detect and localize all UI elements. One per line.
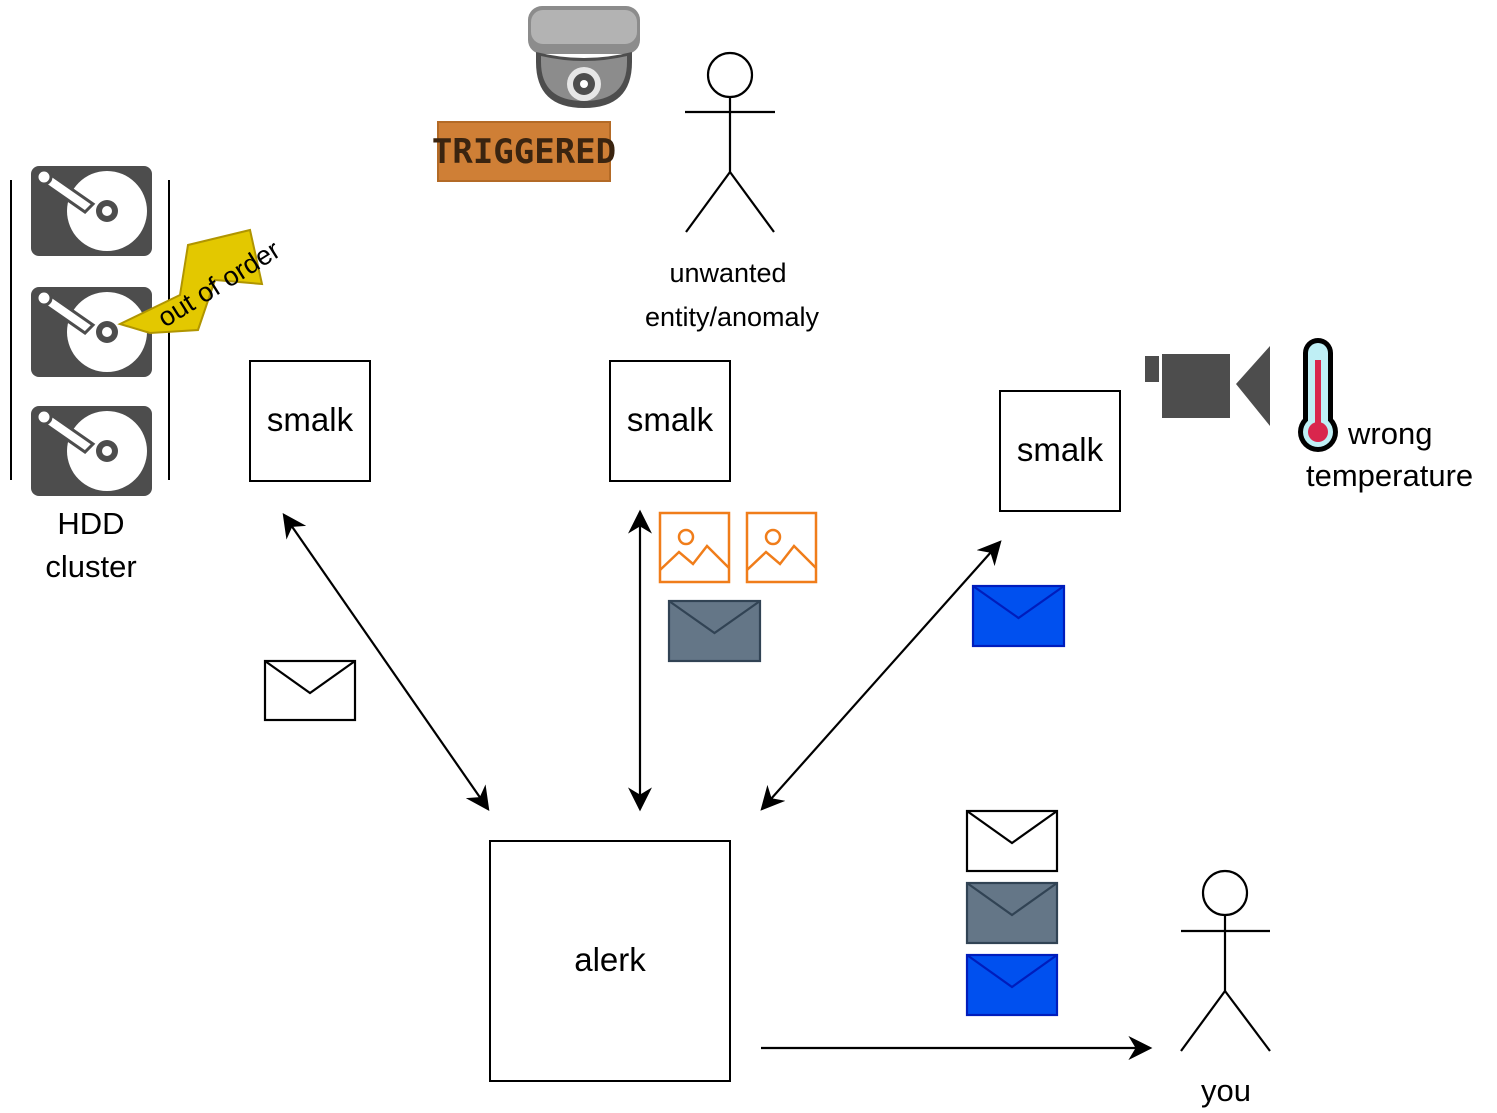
image-icon xyxy=(745,511,818,584)
person-icon xyxy=(1180,869,1271,1052)
hdd-icon xyxy=(31,166,152,256)
you-label: you xyxy=(1201,1073,1251,1108)
smalk-node-center: smalk xyxy=(609,360,731,482)
envelope-icon xyxy=(965,881,1059,945)
smalk-node-left: smalk xyxy=(249,360,371,482)
camera-dome-icon xyxy=(528,6,640,108)
hdd-icon xyxy=(31,406,152,496)
temperature-label-line2: temperature xyxy=(1306,458,1473,493)
entity-label-line1: unwanted xyxy=(669,258,786,288)
hdd-label-line1: HDD xyxy=(57,506,124,541)
alerk-node: alerk xyxy=(489,840,731,1082)
video-camera-icon xyxy=(1145,346,1270,426)
person-icon xyxy=(685,51,775,233)
smalk-center-label: smalk xyxy=(627,401,714,438)
alerk-label: alerk xyxy=(574,941,646,978)
envelope-icon xyxy=(667,599,762,663)
envelope-icon xyxy=(971,584,1066,648)
arrow-right-smalk-alerk xyxy=(760,540,1002,811)
envelope-icon xyxy=(965,953,1059,1017)
envelope-icon xyxy=(965,809,1059,873)
image-icon xyxy=(658,511,731,584)
hdd-icon xyxy=(31,287,152,377)
triggered-label: TRIGGERED xyxy=(432,132,616,172)
lightning-burst-icon xyxy=(117,228,264,335)
entity-label-line2: entity/anomaly xyxy=(645,302,820,332)
arrow-left-smalk-alerk xyxy=(282,513,490,811)
temperature-label-line1: wrong xyxy=(1347,416,1432,451)
triggered-tag: TRIGGERED xyxy=(432,121,616,182)
hdd-label-line2: cluster xyxy=(45,549,136,584)
smalk-right-label: smalk xyxy=(1017,431,1104,468)
envelope-icon xyxy=(263,659,357,722)
hdd-cluster: HDD cluster xyxy=(10,166,170,584)
thermometer-icon xyxy=(1298,338,1338,452)
smalk-node-right: smalk xyxy=(999,390,1121,512)
smalk-left-label: smalk xyxy=(267,401,354,438)
